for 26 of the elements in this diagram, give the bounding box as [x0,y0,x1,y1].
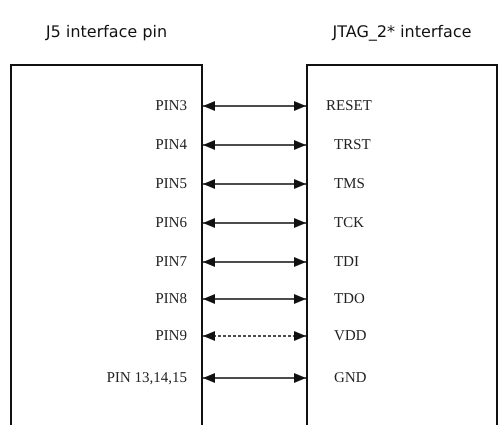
pin-label: TRST [308,133,428,157]
pin-label: PIN9 [31,324,201,348]
double-arrow [203,218,306,228]
double-arrow [203,331,306,341]
pin-label: TCK [308,211,428,235]
pin-label: RESET [308,94,428,118]
double-arrow [203,101,306,111]
double-arrow [203,179,306,189]
interface-heading: J5 interface pin [44,22,168,41]
interface-heading: JTAG_2* interface [330,22,472,41]
pin-label: TDI [308,250,428,274]
pin-label: PIN4 [31,133,201,157]
pin-label: PIN3 [31,94,201,118]
pin-label: PIN8 [31,287,201,311]
pin-label: TDO [308,287,428,311]
double-arrow [203,373,306,383]
pin-label: TMS [308,172,428,196]
pin-label: GND [308,366,428,390]
pin-label: PIN7 [31,250,201,274]
pin-label: PIN6 [31,211,201,235]
pin-label: VDD [308,324,428,348]
pin-label: PIN 13,14,15 [31,366,201,390]
double-arrow [203,257,306,267]
double-arrow [203,140,306,150]
pin-label: PIN5 [31,172,201,196]
double-arrow [203,294,306,304]
